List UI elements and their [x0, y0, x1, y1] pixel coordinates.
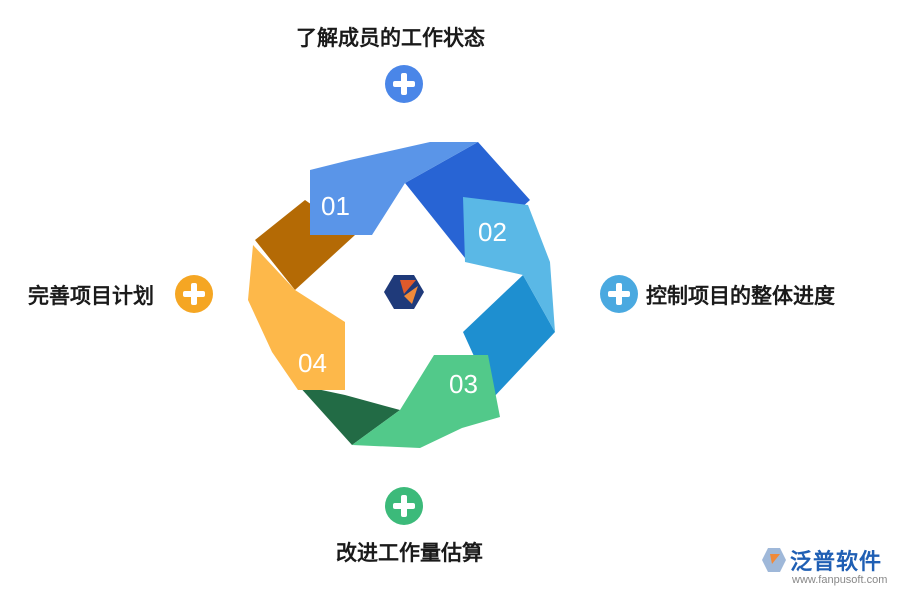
number-04: 04 — [298, 348, 327, 378]
number-02: 02 — [478, 217, 507, 247]
plus-icon-3[interactable] — [385, 487, 423, 525]
arrow-01 — [310, 142, 478, 235]
item-4-label: 完善项目计划 — [28, 284, 154, 308]
item-3-label: 改进工作量估算 — [336, 541, 483, 565]
number-03: 03 — [449, 369, 478, 399]
item-1-label: 了解成员的工作状态 — [296, 26, 485, 50]
watermark-url: www.fanpusoft.com — [792, 574, 888, 586]
arrow-04 — [248, 245, 345, 390]
plus-icon-4[interactable] — [175, 275, 213, 313]
logo-icon — [384, 275, 424, 309]
watermark: 泛普软件 www.fanpusoft.com — [762, 544, 892, 596]
watermark-text: 泛普软件 — [790, 550, 883, 575]
number-01: 01 — [321, 191, 350, 221]
arrow-03 — [352, 355, 500, 448]
plus-icon-2[interactable] — [600, 275, 638, 313]
item-2-label: 控制项目的整体进度 — [646, 284, 835, 308]
arrow-02 — [463, 197, 555, 332]
plus-icon-1[interactable] — [385, 65, 423, 103]
watermark-logo-icon — [762, 548, 786, 572]
fold-bottom-left — [298, 385, 400, 445]
